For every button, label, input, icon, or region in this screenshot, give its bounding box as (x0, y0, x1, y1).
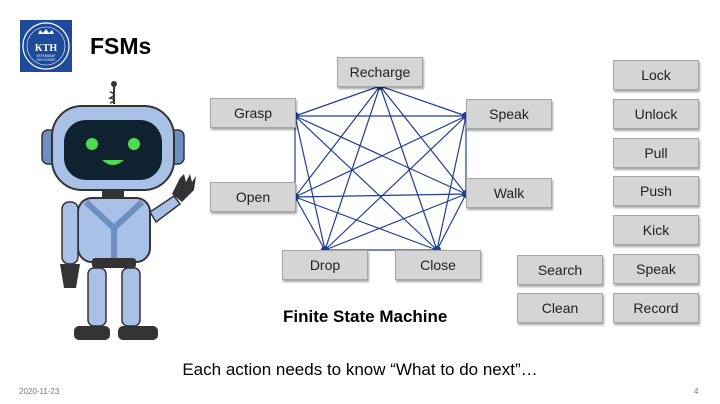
fsm-edge (379, 85, 467, 195)
fsm-edge (294, 115, 326, 251)
state-recharge: Recharge (337, 57, 423, 87)
slide-footer-statement: Each action needs to know “What to do ne… (182, 360, 538, 379)
action-label: Speak (636, 261, 676, 277)
robot-mouth (102, 160, 124, 165)
fsm-edge (379, 85, 467, 117)
fsm-edge (436, 193, 467, 251)
fsm-edge (294, 115, 467, 198)
action-kick: Kick (613, 215, 699, 245)
diagram-caption: Finite State Machine (283, 307, 448, 326)
action-record: Record (613, 293, 699, 323)
action-label: Pull (644, 145, 668, 161)
action-label: Clean (541, 300, 579, 316)
robot-waving-hand (172, 174, 196, 202)
fsm-edge (294, 193, 467, 198)
action-pull: Pull (613, 138, 699, 168)
action-label: Push (640, 183, 672, 199)
action-push: Push (613, 176, 699, 206)
state-speak: Speak (466, 99, 552, 129)
state-label: Walk (493, 185, 525, 201)
slide-date: 2020-11-23 (19, 387, 60, 396)
action-lock: Lock (613, 60, 699, 90)
action-label: Record (633, 300, 679, 316)
fsm-edge (436, 115, 467, 251)
action-speak: Speak (613, 254, 699, 284)
state-drop: Drop (282, 250, 368, 280)
fsm-edge (294, 115, 438, 251)
state-grasp: Grasp (210, 98, 296, 128)
state-walk: Walk (466, 178, 552, 208)
fsm-edge (294, 196, 326, 251)
robot-eye-left (86, 138, 98, 150)
robot-illustration (41, 81, 196, 340)
action-label: Unlock (634, 106, 678, 122)
action-clean: Clean (517, 293, 603, 323)
action-unlock: Unlock (613, 99, 699, 129)
state-label: Speak (489, 106, 529, 122)
fsm-edge (324, 85, 381, 251)
page-number: 4 (694, 387, 699, 396)
robot-eye-right (128, 138, 140, 150)
fsm-edge (294, 115, 467, 195)
kth-logo: KTH VETENSKAP OCH KONST (20, 20, 72, 72)
logo-text: KTH (35, 43, 57, 54)
state-label: Recharge (349, 64, 411, 80)
state-label: Drop (309, 257, 341, 273)
fsm-edge (324, 193, 467, 251)
fsm-edge (294, 196, 438, 251)
state-label: Close (420, 257, 456, 273)
action-search: Search (517, 255, 603, 285)
state-label: Open (235, 189, 271, 205)
action-label: Kick (642, 222, 670, 238)
action-label: Search (537, 262, 583, 278)
action-label: Lock (641, 67, 671, 83)
kth-crest-icon: KTH VETENSKAP OCH KONST (22, 22, 70, 70)
robot-face (64, 120, 162, 180)
state-close: Close (395, 250, 481, 280)
logo-subtext-2: OCH KONST (37, 58, 56, 62)
fsm-edge (294, 85, 381, 198)
slide-title: FSMs (90, 33, 152, 59)
fsm-edges (294, 85, 467, 251)
fsm-edge (324, 115, 467, 251)
logo-subtext-1: VETENSKAP (36, 54, 55, 58)
state-label: Grasp (233, 105, 273, 121)
fsm-edge (294, 85, 381, 117)
state-open: Open (210, 182, 296, 212)
